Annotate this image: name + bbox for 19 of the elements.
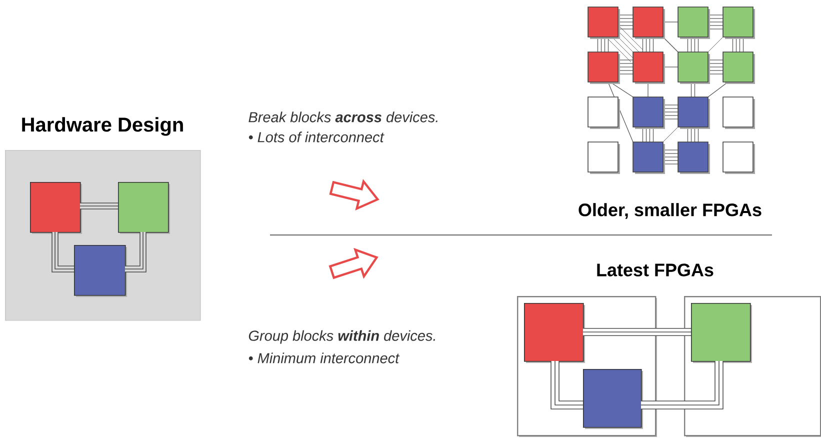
bullet-point: • Lots of interconnect	[248, 132, 384, 142]
logic-block	[524, 303, 585, 363]
bus-lines	[52, 232, 74, 272]
logic-block	[30, 182, 82, 234]
logic-block	[583, 369, 643, 429]
logic-block	[118, 182, 170, 234]
logic-block	[74, 244, 127, 297]
node-label: Hardware Design	[22, 117, 183, 136]
description-text: Group blocks within devices.	[248, 330, 435, 344]
bus-lines	[80, 202, 118, 210]
caption-text: Older, smaller FPGAs	[578, 203, 762, 219]
description-text: Break blocks across devices.	[248, 112, 438, 122]
bus-lines	[124, 232, 146, 272]
bus-lines	[582, 328, 692, 336]
logic-block	[691, 303, 752, 363]
bus-lines	[640, 360, 724, 410]
bullet-point: • Minimum interconnect	[248, 352, 400, 364]
caption-text: Latest FPGAs	[597, 264, 714, 276]
bus-lines	[550, 360, 584, 410]
